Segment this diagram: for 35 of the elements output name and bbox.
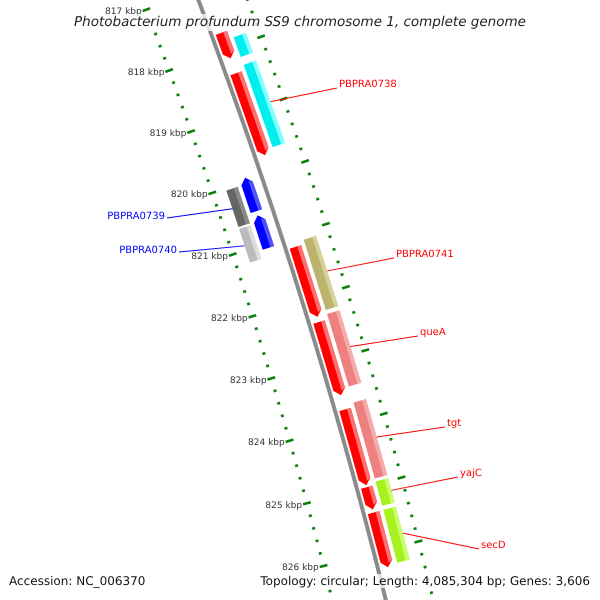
tick-label: 825 kbp xyxy=(265,500,302,511)
tick-label: 826 kbp xyxy=(282,563,319,574)
tick-label: 821 kbp xyxy=(191,252,228,262)
gene-label: yajC xyxy=(460,467,482,481)
tick-label: 822 kbp xyxy=(210,314,248,324)
tick-label: 818 kbp xyxy=(128,68,164,78)
gene-label: PBPRA0740 xyxy=(119,244,177,258)
gene-label: PBPRA0738 xyxy=(339,78,397,92)
tick-label: 820 kbp xyxy=(170,190,208,200)
leader-line xyxy=(402,532,480,550)
tick-label: 824 kbp xyxy=(248,438,285,448)
leader-line xyxy=(376,426,446,438)
leader-line xyxy=(390,476,458,491)
gene-bar xyxy=(234,32,253,57)
gene-bar xyxy=(354,399,388,478)
leader-line xyxy=(350,336,418,347)
gene-label: PBPRA0741 xyxy=(396,248,454,262)
tick-label: 819 kbp xyxy=(150,129,186,140)
gene-label: secD xyxy=(481,539,506,553)
leader-line xyxy=(178,245,246,252)
gene-bar xyxy=(304,236,338,310)
tick-label: 823 kbp xyxy=(230,376,267,386)
gene-label: queA xyxy=(420,326,446,340)
accession-text: Accession: NC_006370 xyxy=(7,574,148,588)
gene-bar xyxy=(244,60,285,148)
gene-bar xyxy=(226,186,250,227)
gene-label: tgt xyxy=(447,417,462,431)
leader-line xyxy=(270,88,338,102)
gene-bar xyxy=(376,478,395,506)
gene-label: PBPRA0739 xyxy=(107,210,165,224)
genome-stats-text: Topology: circular; Length: 4,085,304 bp; Genes: 3,606 xyxy=(258,574,592,588)
gene-bar xyxy=(239,225,262,263)
leader-line xyxy=(326,258,394,272)
gene-bar xyxy=(327,310,362,386)
gene-bar xyxy=(383,506,410,563)
